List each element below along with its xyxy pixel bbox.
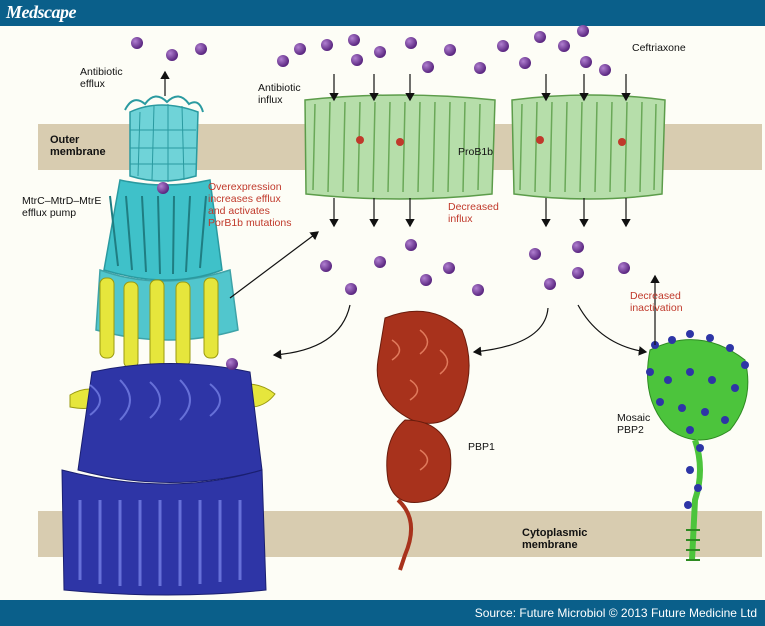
pbp1-label: PBP1 <box>468 441 495 453</box>
ceftriaxone-label: Ceftriaxone <box>632 42 686 54</box>
antibiotic-influx-label: Antibiotic influx <box>258 82 301 106</box>
mtrd-transporter <box>61 363 267 596</box>
porin-trimer-left <box>304 94 496 200</box>
medscape-logo: Medscape <box>6 2 76 22</box>
mtre-barrel <box>124 95 204 182</box>
mosaic-pbp2-label: Mosaic PBP2 <box>617 412 651 436</box>
porin-trimer-right <box>511 94 666 200</box>
ceftriaxone-molecules <box>131 25 630 370</box>
decreased-influx-label: Decreased influx <box>448 201 499 225</box>
decreased-inactivation-label: Decreased inactivation <box>630 290 683 314</box>
header-bar <box>0 0 765 26</box>
source-credit: Source: Future Microbiol © 2013 Future M… <box>474 606 757 620</box>
outer-membrane-label: Outer membrane <box>50 134 106 158</box>
efflux-pump-label: MtrC–MtrD–MtrE efflux pump <box>22 195 102 219</box>
pbp1-protein <box>376 310 470 571</box>
antibiotic-efflux-label: Antibiotic efflux <box>80 66 123 90</box>
footer-bar <box>0 600 765 626</box>
prob1b-label: ProB1b <box>458 146 494 158</box>
pbp2-protein <box>646 330 749 561</box>
overexpression-label: Overexpression increases efflux and acti… <box>208 181 292 229</box>
flow-arrows <box>160 70 660 360</box>
cytoplasmic-membrane-label: Cytoplasmic membrane <box>522 527 588 551</box>
